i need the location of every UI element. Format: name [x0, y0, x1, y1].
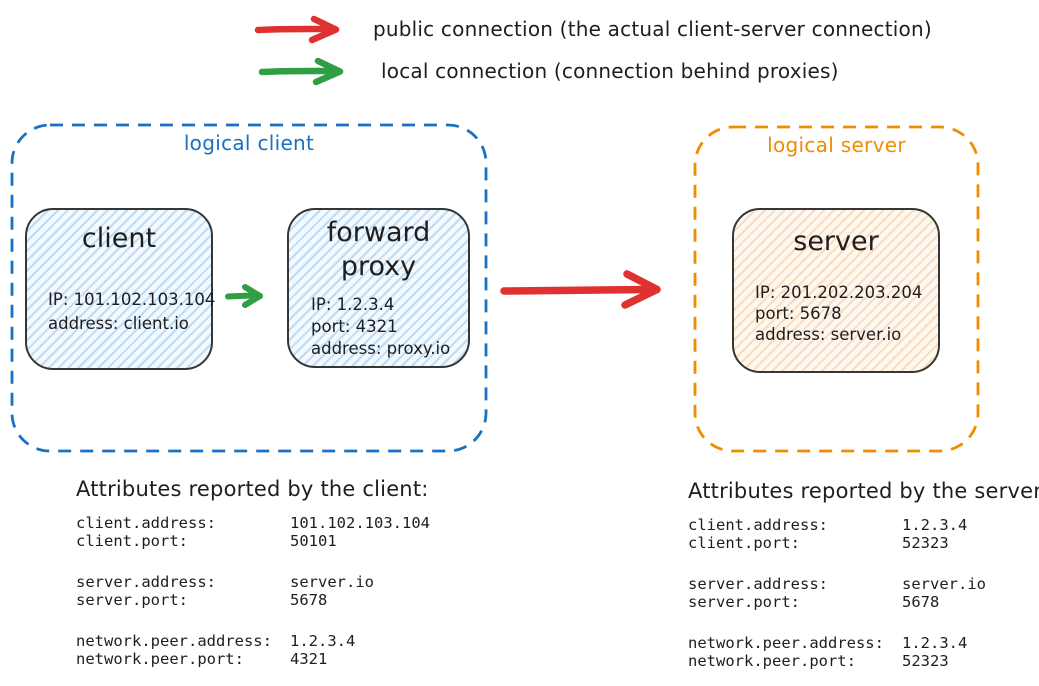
server-port: port: 5678 — [755, 304, 842, 323]
client-attributes-rows: client.address: 101.102.103.104 client.po… — [76, 514, 430, 668]
client-node-title: client — [81, 223, 157, 254]
attribute-row: network.peer.address: 1.2.3.4 — [688, 634, 1039, 652]
logical-client-group: logical client client IP: 101.102.103.10… — [10, 123, 488, 453]
proxy-port: port: 4321 — [311, 317, 398, 336]
client-address: address: client.io — [48, 314, 189, 333]
client-to-server-arrow-icon — [500, 270, 661, 309]
client-node: client IP: 101.102.103.104 address: clie… — [25, 208, 215, 370]
attribute-row: network.peer.port: 4321 — [76, 650, 430, 668]
attribute-row: client.address: 101.102.103.104 — [76, 514, 430, 532]
client-attributes-title: Attributes reported by the client: — [76, 477, 429, 501]
logical-client-dashed-border — [10, 123, 488, 453]
attribute-row: server.port: 5678 — [76, 591, 430, 609]
proxy-ip: IP: 1.2.3.4 — [311, 295, 395, 314]
attribute-value: 1.2.3.4 — [902, 516, 968, 534]
attribute-key: network.peer.port: — [76, 650, 244, 668]
attribute-key: server.port: — [688, 593, 800, 611]
server-attributes-rows: client.address: 1.2.3.4 client.port: 52323… — [688, 516, 1039, 670]
client-node-details: IP: 101.102.103.104 address: client.io — [48, 288, 215, 336]
attribute-key: network.peer.address: — [688, 634, 884, 652]
forward-proxy-node: forward proxy IP: 1.2.3.4 port: 4321 add… — [287, 208, 470, 368]
attribute-value: server.io — [290, 573, 374, 591]
local-connection-label: local connection (connection behind prox… — [381, 59, 839, 83]
logical-server-group: logical server server IP: 201.202.203.20… — [693, 125, 980, 453]
client-attributes-block: Attributes reported by the client: clien… — [76, 477, 430, 668]
attribute-row: server.port: 5678 — [688, 593, 1039, 611]
attribute-value: 52323 — [902, 534, 949, 552]
server-node: server IP: 201.202.203.204 port: 5678 ad… — [732, 208, 940, 373]
attribute-row: server.address: server.io — [76, 573, 430, 591]
attribute-row: client.port: 52323 — [688, 534, 1039, 552]
server-node-title: server — [793, 226, 879, 257]
attribute-key: network.peer.port: — [688, 652, 856, 670]
attribute-key: client.address: — [688, 516, 828, 534]
attribute-value: 4321 — [290, 650, 328, 668]
attribute-key: network.peer.address: — [76, 632, 272, 650]
proxy-address: address: proxy.io — [311, 339, 451, 358]
attribute-value: 1.2.3.4 — [290, 632, 356, 650]
server-node-details: IP: 201.202.203.204 port: 5678 address: … — [755, 282, 922, 345]
forward-proxy-node-details: IP: 1.2.3.4 port: 4321 address: proxy.io — [311, 294, 450, 360]
server-address: address: server.io — [755, 325, 902, 344]
attribute-value: 50101 — [290, 532, 337, 550]
server-attributes-block: Attributes reported by the server: clien… — [688, 479, 1039, 670]
attribute-key: server.port: — [76, 591, 188, 609]
attribute-value: server.io — [902, 575, 986, 593]
client-to-proxy-arrow-icon — [225, 284, 263, 308]
attribute-value: 5678 — [902, 593, 940, 611]
attribute-value: 5678 — [290, 591, 328, 609]
local-connection-arrow-icon — [258, 57, 344, 86]
logical-client-label: logical client — [183, 131, 315, 155]
logical-server-label: logical server — [767, 133, 906, 157]
public-connection-label: public connection (the actual client-ser… — [373, 17, 932, 41]
attribute-key: server.address: — [688, 575, 828, 593]
attribute-value: 101.102.103.104 — [290, 514, 430, 532]
server-ip: IP: 201.202.203.204 — [755, 283, 923, 302]
client-ip: IP: 101.102.103.104 — [48, 290, 216, 309]
attribute-row: network.peer.address: 1.2.3.4 — [76, 632, 430, 650]
attribute-row: client.address: 1.2.3.4 — [688, 516, 1039, 534]
attribute-value: 1.2.3.4 — [902, 634, 968, 652]
server-attributes-title: Attributes reported by the server: — [688, 479, 1039, 503]
attribute-key: server.address: — [76, 573, 216, 591]
attribute-row: client.port: 50101 — [76, 532, 430, 550]
attribute-row: server.address: server.io — [688, 575, 1039, 593]
attribute-key: client.port: — [688, 534, 800, 552]
attribute-row: network.peer.port: 52323 — [688, 652, 1039, 670]
attribute-key: client.address: — [76, 514, 216, 532]
attribute-key: client.port: — [76, 532, 188, 550]
public-connection-arrow-icon — [254, 15, 340, 44]
forward-proxy-node-title: forward proxy — [326, 217, 431, 282]
attribute-value: 52323 — [902, 652, 949, 670]
